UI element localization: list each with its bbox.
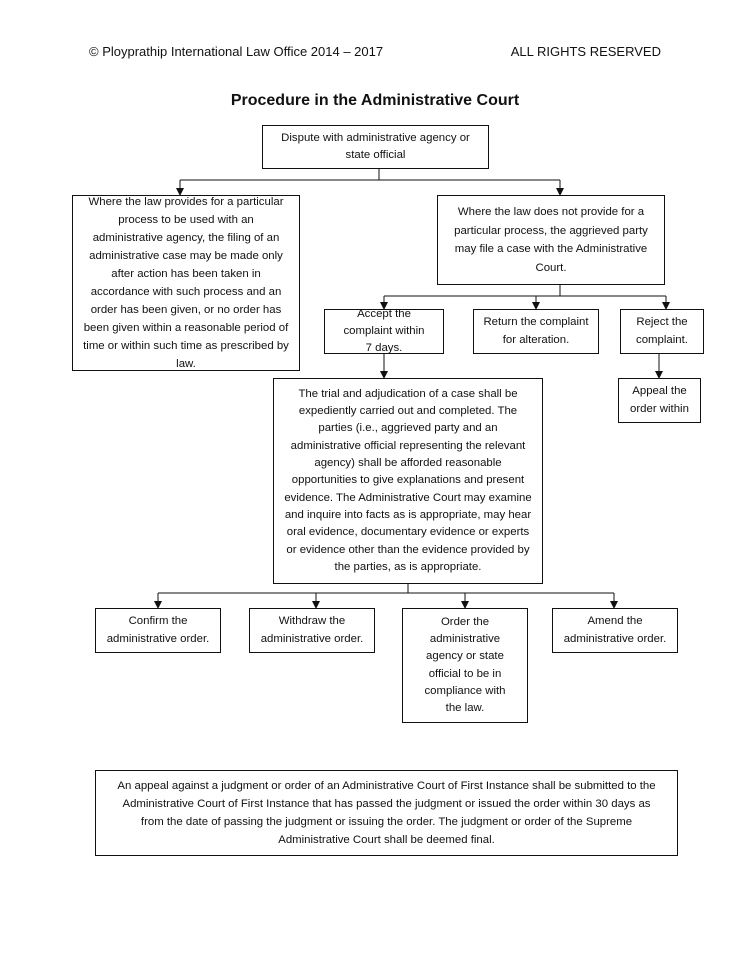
appeal-note-box: An appeal against a judgment or order of… [95,770,678,856]
withdraw-order-text: Withdraw the administrative order. [260,615,364,645]
law-not-provides-text: Where the law does not provide for a par… [454,206,648,274]
amend-order-text: Amend the administrative order. [563,615,667,645]
accept-complaint-text: Accept the complaint within 7 days. [343,307,425,355]
reject-complaint-box: Reject the complaint. [620,309,704,354]
copyright-notice: © Ployprathip International Law Office 2… [89,44,384,59]
trial-box: The trial and adjudication of a case sha… [273,378,543,584]
appeal-order-text: Appeal the order within [630,385,689,415]
appeal-note-text: An appeal against a judgment or order of… [117,780,656,846]
return-complaint-text: Return the complaint for alteration. [483,316,589,346]
confirm-order-text: Confirm the administrative order. [106,615,210,645]
page-title: Procedure in the Administrative Court [230,92,520,109]
law-not-provides-box: Where the law does not provide for a par… [437,195,665,285]
confirm-order-box: Confirm the administrative order. [95,608,221,653]
law-provides-box: Where the law provides for a particular … [72,195,300,371]
return-complaint-box: Return the complaint for alteration. [473,309,599,354]
law-provides-text: Where the law provides for a particular … [83,196,289,370]
reject-complaint-text: Reject the complaint. [636,316,688,346]
order-compliance-box: Order the administrative agency or state… [402,608,528,723]
trial-text: The trial and adjudication of a case sha… [284,387,532,573]
withdraw-order-box: Withdraw the administrative order. [249,608,375,653]
dispute-box: Dispute with administrative agency or st… [262,125,489,169]
dispute-text: Dispute with administrative agency or st… [281,131,470,161]
order-compliance-text: Order the administrative agency or state… [424,615,506,715]
accept-complaint-box: Accept the complaint within 7 days. [324,308,444,354]
rights-notice: ALL RIGHTS RESERVED [510,44,661,59]
appeal-order-box: Appeal the order within [618,378,701,423]
amend-order-box: Amend the administrative order. [552,608,678,653]
